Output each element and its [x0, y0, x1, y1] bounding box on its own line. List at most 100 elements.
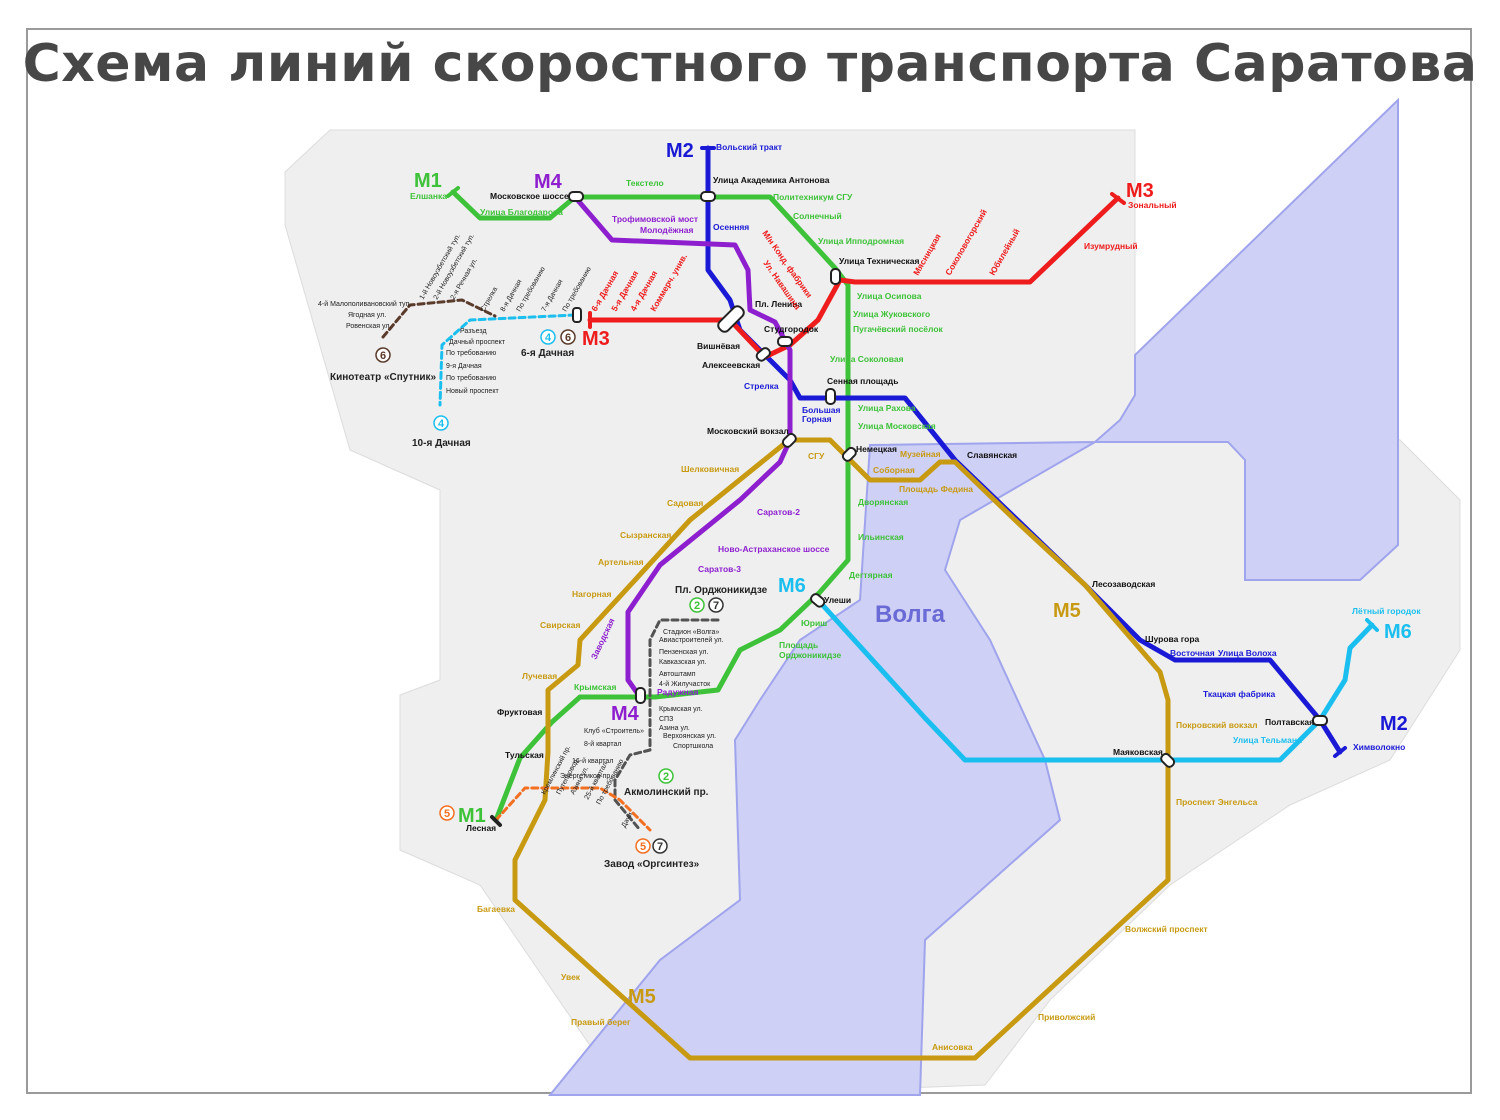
terminus-pl-ordzhonikidze: Пл. Орджоникидзе — [675, 585, 768, 596]
terminus-bar-zonalny — [1110, 192, 1126, 205]
station-tkatskaya: Ткацкая фабрика — [1203, 689, 1275, 699]
station-artelnaya: Артельная — [598, 557, 644, 567]
m4-line — [572, 194, 793, 700]
interchange-sennaya — [825, 388, 836, 405]
svg-text:7: 7 — [713, 600, 719, 612]
station-shurova-gora: Шурова гора — [1145, 634, 1200, 644]
m5-line — [512, 437, 1171, 1061]
svg-text:5: 5 — [444, 808, 450, 820]
station-degtyarnaya: Дегтярная — [849, 570, 893, 580]
station-letny-gorodok: Лётный городок — [1352, 606, 1421, 616]
interchange-moskovskoe — [568, 191, 584, 202]
terminus-dachnaya6: 6-я Дачная — [521, 348, 574, 359]
station-trofimovsky: Трофимовской мост — [612, 214, 698, 224]
station-molodezhnaya: Молодёжная — [640, 225, 693, 235]
station-yurish: Юриш — [801, 618, 827, 628]
tram-stop-kv8: 8-й квартал — [584, 740, 622, 748]
tram-stop-klub-stroitel: Клуб «Строитель» — [584, 727, 644, 735]
badge-2-bottom: 2 — [658, 768, 674, 784]
terminus-bar-elshanka — [446, 186, 460, 198]
station-pravy-bereg: Правый берег — [571, 1017, 631, 1027]
label-m4-top: M4 — [534, 171, 563, 193]
badge-6-left: 6 — [375, 347, 391, 363]
station-ul-ippodromnaya: Улица Ипподромная — [818, 236, 904, 246]
station-pugachevsky: Пугачёвский посёлок — [853, 324, 944, 334]
page-title: Схема линий скоростного транспорта Сарат… — [22, 34, 1478, 94]
station-syzranskaya: Сызранская — [620, 530, 671, 540]
terminus-bar-letny — [1365, 618, 1379, 632]
station-poltavskaya: Полтавская — [1265, 717, 1314, 727]
tram-stop-aviastroiteley: Авиастроителей ул. — [659, 636, 724, 644]
station-privolzhsky: Приволжский — [1038, 1012, 1095, 1022]
badge-6-top: 6 — [560, 329, 576, 345]
tram-stop-dachnaya9: 9-я Дачная — [446, 363, 482, 370]
station-elshanka: Елшанка — [410, 191, 447, 201]
terminus-6dachnaya — [572, 307, 582, 323]
tram-stop-dachny-prospekt: Дачный проспект — [449, 338, 506, 346]
station-uvek: Увек — [561, 972, 581, 982]
tram-stop-krymskaya-ul: Крымская ул. — [659, 706, 703, 713]
station-ul-rakhova: Улица Рахова — [858, 403, 916, 413]
tram-stop-penzenskaya: Пензенская ул. — [659, 649, 708, 656]
svg-text:5: 5 — [640, 841, 646, 853]
svg-text:6: 6 — [565, 332, 571, 344]
label-m2-top: M2 — [666, 140, 694, 162]
station-pokrovsky-vokzal: Покровский вокзал — [1176, 720, 1258, 730]
label-m1-top: M1 — [414, 170, 442, 192]
interchange-uleshi — [810, 593, 826, 608]
station-solnechny: Солнечный — [793, 211, 842, 221]
svg-text:7: 7 — [657, 841, 663, 853]
interchange-studgorodok — [777, 336, 793, 347]
terminus-kinoteatr-sputnik: Кинотеатр «Спутник» — [330, 372, 437, 383]
station-studgorodok: Студгородок — [764, 324, 819, 334]
station-ul-zhukovskogo: Улица Жуковского — [853, 309, 930, 319]
station-pl-ordzhonikidze-green: Площадь — [779, 640, 818, 650]
tram-stop-azina: Азина ул. — [659, 725, 690, 732]
station-volzhsky-prospekt: Волжский проспект — [1125, 924, 1208, 934]
station-lesozavodskaya: Лесозаводская — [1092, 579, 1155, 589]
station-radužnaya: Радужная — [657, 687, 699, 697]
label-m1-bottom: M1 — [458, 805, 486, 827]
label-m6-right: M6 — [1384, 621, 1412, 643]
station-sgu: СГУ — [808, 451, 825, 461]
tram-stop-novy-prospekt: Новый проспект — [446, 387, 499, 395]
station-svirskaya: Свирская — [540, 620, 580, 630]
station-sadovaya: Садовая — [667, 498, 703, 508]
station-ul-osipova: Улица Осипова — [857, 291, 922, 301]
label-m3-left: M3 — [582, 328, 610, 350]
station-dvoryanskaya: Дворянская — [858, 497, 908, 507]
svg-text:6: 6 — [380, 350, 386, 362]
tram-stop-spz: СПЗ — [659, 716, 673, 723]
station-bolshaya-gornaya-2: Горная — [802, 414, 832, 424]
station-osennyaya: Осенняя — [713, 222, 749, 232]
station-zonalny: Зональный — [1128, 200, 1177, 210]
tram-stop-sportshkola: Спортшкола — [673, 743, 713, 750]
badge-4-left: 4 — [433, 415, 449, 431]
m2-line — [705, 145, 1343, 755]
station-mayakovskaya: Маяковская — [1113, 747, 1163, 757]
station-saratov3: Саратов-3 — [698, 564, 741, 574]
station-moskovsky-vokzal: Московский вокзал — [707, 426, 789, 436]
label-m4-bottom: M4 — [611, 703, 640, 725]
station-luchevaya: Лучевая — [522, 671, 557, 681]
interchange-moskovsky-vokzal — [781, 432, 797, 448]
badge-4-top: 4 — [540, 329, 556, 345]
label-m6-center: M6 — [778, 575, 806, 597]
label-m5-right: M5 — [1053, 600, 1081, 622]
station-pl-lenina: Пл. Ленина — [755, 299, 802, 309]
station-tekstelo: Текстело — [626, 178, 664, 188]
station-anisovka: Анисовка — [932, 1042, 973, 1052]
station-prospekt-engelsa: Проспект Энгельса — [1176, 797, 1258, 807]
tram-stop-po-treb4: По требованию — [446, 374, 496, 382]
tram5-line — [494, 786, 652, 832]
label-m3-right: M3 — [1126, 180, 1154, 202]
station-ul-moskovskaya: Улица Московская — [858, 421, 936, 431]
station-nemetskaya: Немецкая — [856, 444, 897, 454]
terminus-akmolinsky: Акмолинский пр. — [624, 787, 709, 798]
svg-text:2: 2 — [694, 600, 700, 612]
station-vostochnaya: Восточная — [1170, 648, 1215, 658]
terminus-bar-khimvolokno — [1333, 746, 1347, 758]
label-m2-right: M2 — [1380, 713, 1408, 735]
tram-stop-malopolivanovsky: 4-й Малополивановский туп. — [318, 300, 411, 308]
